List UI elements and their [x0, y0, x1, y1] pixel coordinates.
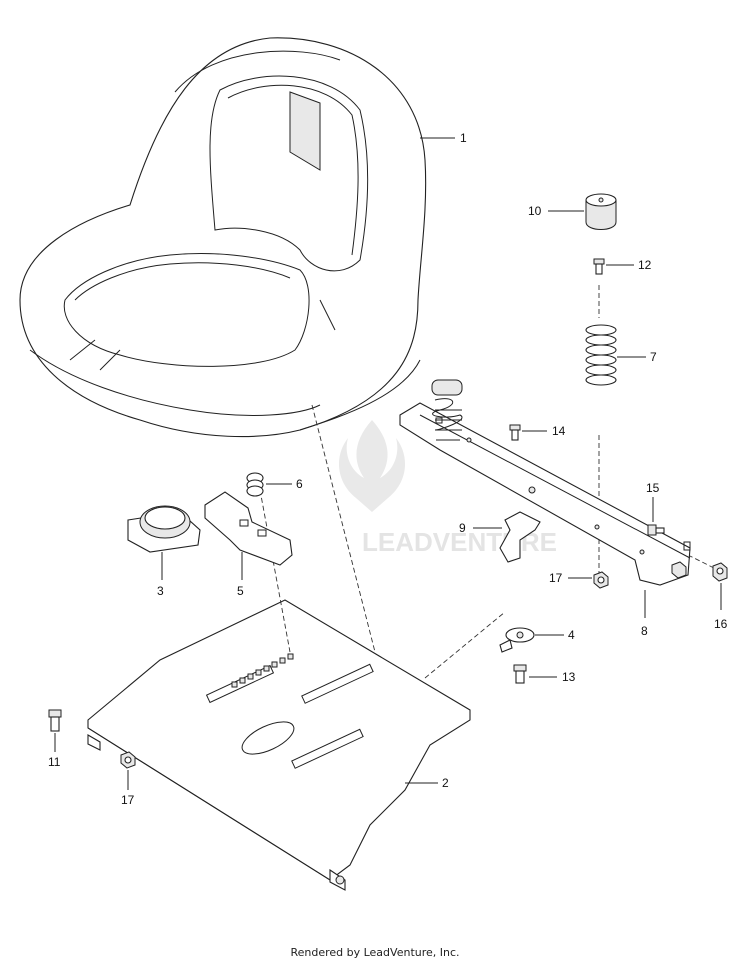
nut-part-17-right[interactable] [593, 571, 609, 589]
seat-pan-part-2[interactable] [87, 599, 471, 891]
footer-credit: Rendered by LeadVenture, Inc. [290, 946, 460, 959]
bumper-part-10[interactable] [585, 193, 617, 230]
adjustment-notches [231, 653, 294, 688]
bolt-part-14[interactable] [509, 424, 521, 441]
bolt-part-13[interactable] [513, 664, 527, 684]
callout-14: 14 [552, 424, 566, 438]
mount-bracket-part-9[interactable] [499, 511, 541, 563]
bolt-part-12[interactable] [593, 258, 605, 275]
callout-9: 9 [459, 521, 466, 535]
suspension-rail-part-8[interactable] [399, 402, 691, 586]
switch-bracket-part-5[interactable] [204, 491, 293, 566]
rail-spring-assembly[interactable] [431, 379, 463, 441]
callout-7: 7 [650, 350, 657, 364]
assembly-lines [259, 285, 719, 679]
nut-on-rail [671, 561, 687, 579]
seat-part-1[interactable] [19, 37, 427, 438]
callout-10: 10 [528, 204, 542, 218]
callout-17-left: 17 [121, 793, 135, 807]
callout-2: 2 [442, 776, 449, 790]
nut-part-16[interactable] [712, 562, 728, 582]
bolt-part-11[interactable] [48, 709, 62, 732]
callout-4: 4 [568, 628, 575, 642]
callout-3: 3 [157, 584, 164, 598]
nut-part-17-left[interactable] [120, 751, 136, 769]
callout-17-right: 17 [549, 571, 563, 585]
seat-pan-slots [205, 653, 374, 769]
callout-15: 15 [646, 481, 660, 495]
callout-6: 6 [296, 477, 303, 491]
callout-16: 16 [714, 617, 728, 631]
washer-part-4[interactable] [499, 627, 535, 653]
spring-clip-part-6[interactable] [246, 472, 264, 497]
callout-13: 13 [562, 670, 576, 684]
bolt-part-15[interactable] [647, 524, 665, 536]
spring-part-7[interactable] [585, 324, 617, 386]
callout-8: 8 [641, 624, 648, 638]
callout-11: 11 [48, 755, 61, 769]
callout-5: 5 [237, 584, 244, 598]
callout-12: 12 [638, 258, 652, 272]
callout-1: 1 [460, 131, 467, 145]
seat-switch-part-3[interactable] [127, 505, 201, 553]
